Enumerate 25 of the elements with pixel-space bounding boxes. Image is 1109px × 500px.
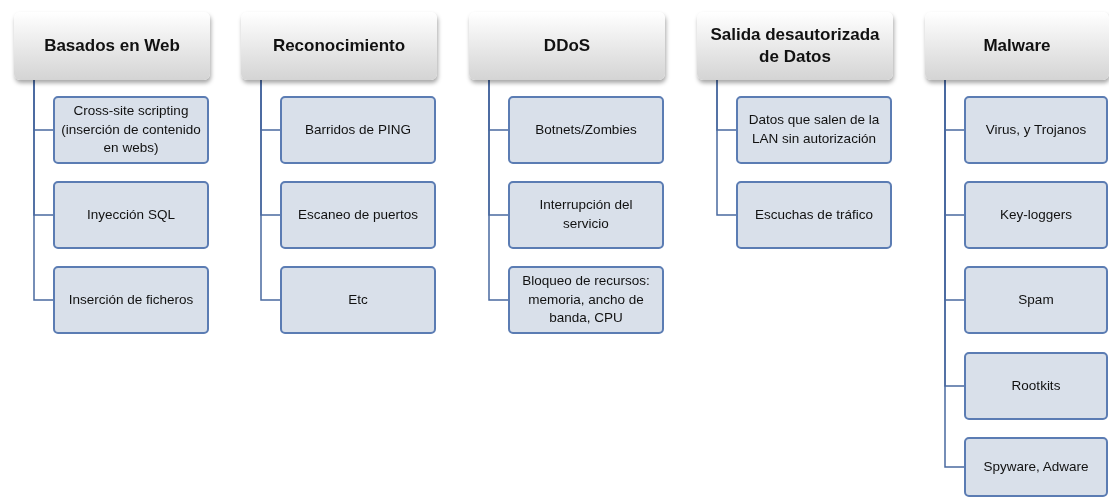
item-box: Etc <box>280 266 436 334</box>
category-header: Salida desautorizada de Datos <box>697 12 893 80</box>
item-box: Inserción de ficheros <box>53 266 209 334</box>
category-header: Malware <box>925 12 1109 80</box>
item-box: Escuchas de tráfico <box>736 181 892 249</box>
connector-line <box>488 79 509 301</box>
category-header: Basados en Web <box>14 12 210 80</box>
item-box: Inyección SQL <box>53 181 209 249</box>
connector-line <box>260 79 281 301</box>
item-box: Escaneo de puertos <box>280 181 436 249</box>
connector-line <box>716 79 737 216</box>
item-box: Rootkits <box>964 352 1108 420</box>
item-box: Interrupción del servicio <box>508 181 664 249</box>
item-box: Botnets/Zombies <box>508 96 664 164</box>
item-box: Datos que salen de la LAN sin autorización <box>736 96 892 164</box>
item-box: Virus, y Trojanos <box>964 96 1108 164</box>
connector-line <box>33 79 54 301</box>
item-box: Spyware, Adware <box>964 437 1108 497</box>
item-box: Spam <box>964 266 1108 334</box>
category-header: Reconocimiento <box>241 12 437 80</box>
item-box: Key-loggers <box>964 181 1108 249</box>
category-header: DDoS <box>469 12 665 80</box>
item-box: Cross-site scripting (inserción de contenido en webs) <box>53 96 209 164</box>
item-box: Bloqueo de recursos: memoria, ancho de banda, CPU <box>508 266 664 334</box>
item-box: Barridos de PING <box>280 96 436 164</box>
